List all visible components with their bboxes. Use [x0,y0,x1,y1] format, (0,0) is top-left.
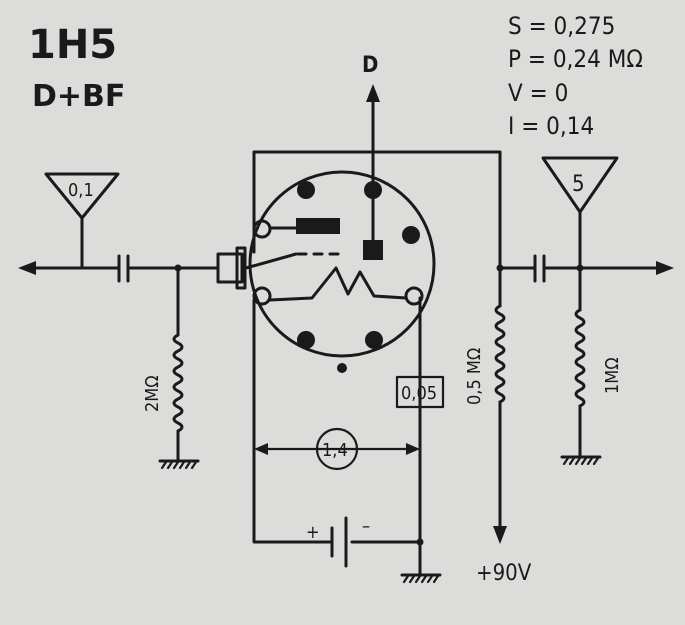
param-p: P = 0,24 MΩ [508,45,643,73]
diode-output-arrowhead [366,84,380,102]
grid-resistor: 2MΩ [142,266,200,470]
output-resistor-label: 1MΩ [602,357,623,394]
dimension-circle [315,427,359,471]
diode-plate [363,240,383,260]
input-capacitor-symbol: 0,1 [44,172,120,270]
plate-supply-wire [252,150,502,270]
output-capacitor-symbol: 5 [541,156,619,270]
output-cap-label: 5 [572,172,585,197]
filament-battery: + – [306,516,370,568]
param-s: S = 0,275 [508,12,615,40]
plate-resistor-label: 0,5 MΩ [464,348,485,405]
input-cap-label: 0,1 [68,180,94,201]
output-resistor: 1MΩ [560,266,623,466]
grid-resistor-label: 2MΩ [142,375,163,412]
pin-fil-open-left [252,286,272,306]
output-arrowhead [656,261,674,275]
param-i: I = 0,14 [508,112,594,140]
filament [268,266,408,302]
pin-2 [364,181,382,199]
tube-title: 1H5 [28,22,117,68]
supply-label: +90V [476,561,532,586]
dimension-arrow-right [406,443,420,455]
plate-resistor: 0,5 MΩ +90V [464,266,532,586]
ground-2-hatch [402,574,440,584]
pin-1 [297,181,315,199]
pin-5 [365,331,383,349]
tube-subtitle: D+BF [32,79,125,114]
input-arrowhead [18,261,36,275]
filament-voltage-dimension: 1,4 [254,427,420,471]
tube-outline [248,170,436,358]
grid-resistor-coil [172,333,184,433]
pin-fil-open-right [404,286,424,306]
triode-plate [296,218,340,234]
filament-voltage-label: 1,4 [322,440,348,461]
tube-cap [216,252,244,284]
ground-3-hatch [562,456,600,466]
dimension-arrow-left [254,443,268,455]
plate-resistor-coil [494,304,506,404]
output-triangle [541,156,619,214]
supply-arrowhead [493,526,507,544]
output-resistor-coil [574,308,586,408]
input-triangle [44,172,120,220]
battery-minus-label: – [362,516,370,537]
pin-4 [297,331,315,349]
diode-output-label: D [362,53,378,78]
filament-left-wire [252,298,332,544]
filament-cap-label: 0,05 [401,383,437,404]
diode-output: D [362,53,380,240]
battery-plus-label: + [306,522,320,543]
junction-battery [416,538,424,546]
grid-lead [244,252,298,270]
tube-envelope [216,170,436,373]
param-v: V = 0 [508,79,568,107]
filament-bypass-cap: 0,05 [395,375,445,409]
ground-1-hatch [160,460,198,470]
pin-3 [402,226,420,244]
filament-cap-box [395,375,445,409]
parameter-block: S = 0,275 P = 0,24 MΩ V = 0 I = 0,14 [508,12,643,140]
pin-key [337,363,347,373]
